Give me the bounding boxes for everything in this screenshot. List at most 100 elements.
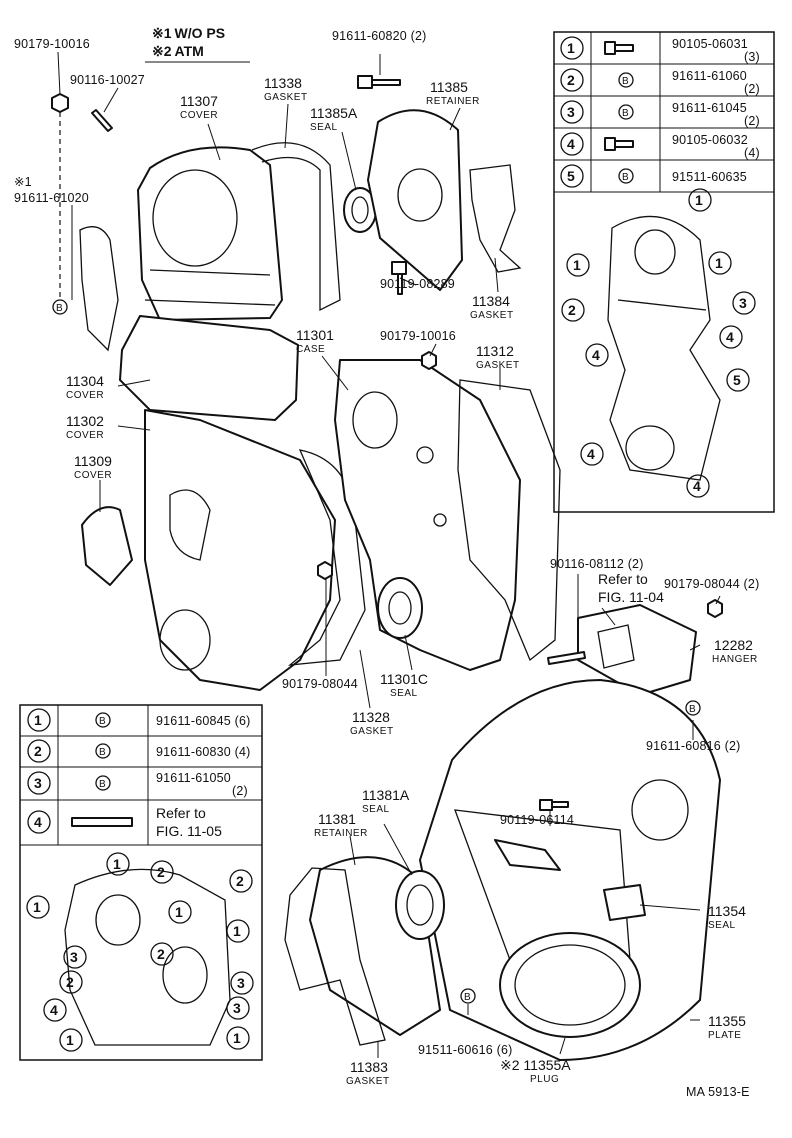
svg-text:(4): (4): [744, 146, 760, 160]
svg-text:3: 3: [70, 949, 78, 965]
svg-text:2: 2: [157, 946, 165, 962]
svg-text:1: 1: [66, 1032, 74, 1048]
bolt-icon: [604, 41, 634, 55]
leader-lines: [57, 51, 721, 1058]
svg-text:B: B: [622, 172, 629, 183]
nut-icon: [421, 351, 437, 370]
label-w-o-ps-mark: ※1: [14, 175, 32, 189]
svg-text:91611-61060: 91611-61060: [672, 69, 747, 83]
svg-text:1: 1: [233, 923, 241, 939]
nut-icon: [317, 561, 333, 580]
label-11354-name: SEAL: [708, 920, 736, 931]
label-11384: 11384: [472, 293, 510, 309]
label-90119-08289: 90119-08289: [380, 277, 455, 291]
svg-text:B: B: [622, 108, 629, 119]
svg-text:2: 2: [568, 302, 576, 318]
svg-text:4: 4: [587, 446, 595, 462]
svg-text:2: 2: [567, 72, 575, 88]
label-11381-name: RETAINER: [314, 828, 368, 839]
svg-text:3: 3: [34, 775, 42, 791]
svg-text:B: B: [464, 992, 471, 1003]
svg-text:FIG. 11-05: FIG. 11-05: [156, 823, 222, 839]
table-row: 4 90105-06032 (4): [560, 132, 760, 160]
label-11385-name: RETAINER: [426, 96, 480, 107]
nut-icon: [51, 93, 69, 113]
svg-text:B: B: [99, 779, 106, 790]
mini-diagram-top: 1 1 1 2 3 4 4 5 4 4: [561, 188, 756, 498]
parts: B: [51, 75, 723, 1061]
b-bolt-icon: [618, 72, 634, 88]
svg-text:1: 1: [715, 255, 723, 271]
svg-text:1: 1: [33, 899, 41, 915]
label-11328-name: GASKET: [350, 726, 394, 737]
label-12282: 12282: [714, 637, 753, 653]
svg-text:90105-06032: 90105-06032: [672, 133, 748, 147]
gasket-11383: [284, 867, 386, 1046]
svg-text:4: 4: [34, 814, 42, 830]
svg-text:91611-61050: 91611-61050: [156, 771, 231, 785]
part-labels: 90179-10016 90116-10027 11307 COVER 1133…: [14, 29, 759, 1087]
seal-11301c: [377, 577, 423, 639]
svg-text:2: 2: [157, 864, 165, 880]
label-11384-name: GASKET: [470, 310, 514, 321]
label-11355a-name: PLUG: [530, 1074, 559, 1085]
stud-icon: [71, 817, 133, 827]
seal-11381a: [395, 870, 445, 940]
svg-text:5: 5: [567, 168, 575, 184]
svg-text:5: 5: [733, 372, 741, 388]
label-11304-name: COVER: [66, 390, 104, 401]
label-11385: 11385: [430, 79, 468, 95]
stud-icon: [547, 651, 586, 665]
label-11354: 11354: [708, 903, 746, 919]
table-row: 2 B 91611-61060 (2): [560, 68, 760, 96]
b-bolt-icon: [618, 104, 634, 120]
svg-text:1: 1: [34, 712, 42, 728]
svg-text:2: 2: [34, 743, 42, 759]
label-11309: 11309: [74, 453, 112, 469]
label-90119-06114: 90119-06114: [500, 813, 574, 827]
label-11307-name: COVER: [180, 110, 218, 121]
svg-text:4: 4: [693, 478, 701, 494]
b-bolt-icon: [95, 712, 111, 728]
bolt-icon: [357, 75, 401, 89]
label-11383: 11383: [350, 1059, 388, 1075]
label-11338-name: GASKET: [264, 92, 308, 103]
label-11301-name: CASE: [296, 344, 325, 355]
label-11355-name: PLATE: [708, 1030, 741, 1041]
svg-text:B: B: [689, 704, 696, 715]
label-91611-60816: 91611-60816 (2): [646, 739, 741, 753]
svg-text:(2): (2): [744, 114, 760, 128]
svg-text:2: 2: [66, 974, 74, 990]
retainer-11385: [367, 109, 463, 291]
table-row: 3 B 91611-61045 (2): [560, 100, 760, 128]
b-bolt-icon: [460, 988, 476, 1004]
label-11355a: ※2 11355A: [500, 1057, 571, 1073]
gasket-11312: [457, 379, 561, 662]
label-11381: 11381: [318, 811, 356, 827]
svg-text:B: B: [99, 747, 106, 758]
label-11312: 11312: [476, 343, 514, 359]
label-11301: 11301: [296, 327, 334, 343]
seal-11354: [603, 884, 646, 921]
stud-icon: [91, 109, 113, 132]
label-90179-08044-2: 90179-08044 (2): [664, 577, 759, 591]
label-11385a-name: SEAL: [310, 122, 338, 133]
svg-text:B: B: [622, 76, 629, 87]
svg-text:4: 4: [592, 347, 600, 363]
case-11301: [334, 359, 521, 671]
svg-text:2: 2: [236, 873, 244, 889]
svg-text:1: 1: [175, 904, 183, 920]
svg-text:1: 1: [567, 40, 575, 56]
table-row: 3 B 91611-61050 (2): [27, 771, 248, 798]
bolt-icon: [539, 799, 569, 811]
bracket-91611-61020: [79, 226, 119, 352]
svg-text:3: 3: [233, 1000, 241, 1016]
table-row: 1 90105-06031 (3): [560, 36, 760, 64]
label-90116-10027: 90116-10027: [70, 73, 145, 87]
b-bolt-icon: [685, 700, 701, 716]
svg-text:B: B: [99, 716, 106, 727]
svg-text:3: 3: [567, 104, 575, 120]
